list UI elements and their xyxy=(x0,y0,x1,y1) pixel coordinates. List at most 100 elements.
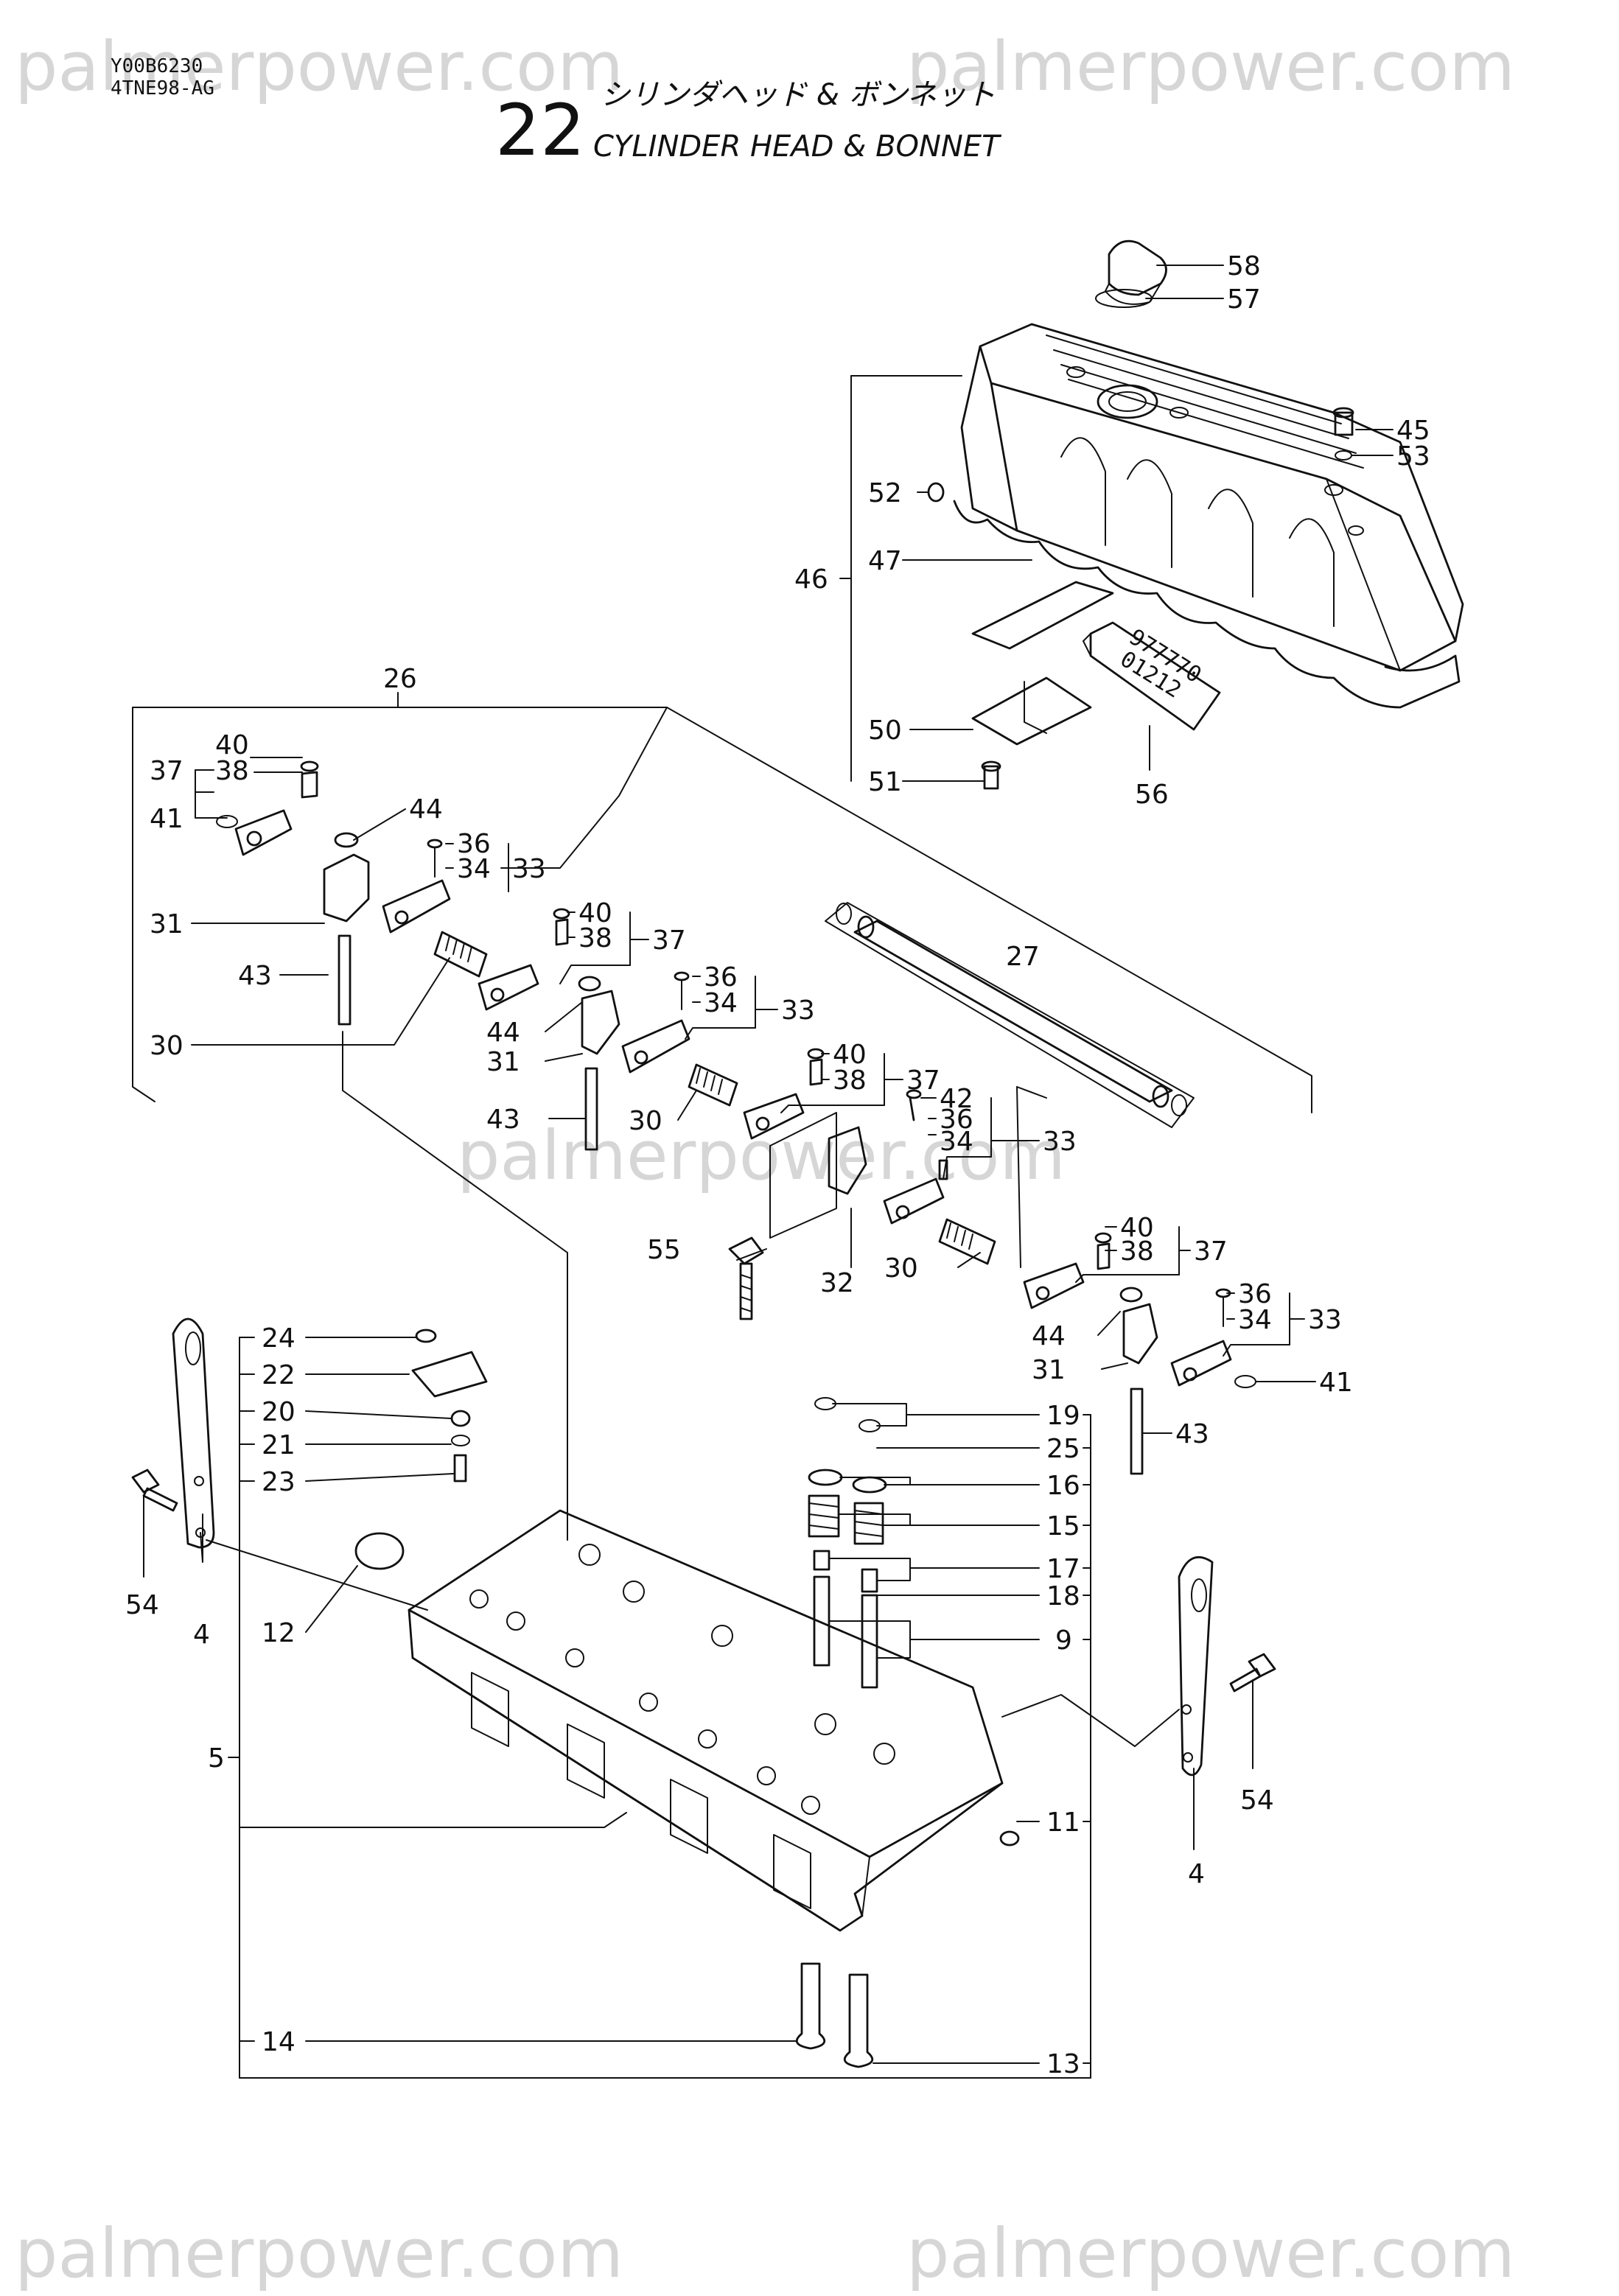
callout-14: 14 xyxy=(262,2027,296,2057)
callout-47: 47 xyxy=(868,546,902,576)
rocker-group-4 xyxy=(1023,1232,1256,1475)
callout-30a: 30 xyxy=(150,1031,183,1061)
title-english: CYLINDER HEAD & BONNET xyxy=(593,130,1002,164)
callout-58: 58 xyxy=(1227,251,1261,281)
rocker-group-3 xyxy=(728,1048,996,1320)
bracket-22 xyxy=(411,1351,488,1398)
lifting-eye-right xyxy=(1178,1555,1214,1777)
callout-4b: 4 xyxy=(1188,1859,1205,1889)
bolt-54-right xyxy=(1248,1653,1276,1678)
bolt-55 xyxy=(728,1236,764,1265)
rocker-shaft xyxy=(853,920,1173,1103)
callout-44b: 44 xyxy=(486,1018,520,1048)
callout-41b: 41 xyxy=(1319,1368,1353,1398)
callout-38d: 38 xyxy=(1120,1236,1154,1267)
callout-38c: 38 xyxy=(833,1065,867,1096)
callout-26: 26 xyxy=(383,664,417,694)
bonnet-bracket xyxy=(971,581,1114,650)
watermark-top-right: palmerpower.com xyxy=(906,27,1515,106)
head-plug-12 xyxy=(354,1532,405,1570)
watermark-center: palmerpower.com xyxy=(457,1116,1066,1195)
callout-54b: 54 xyxy=(1240,1785,1274,1816)
callout-23: 23 xyxy=(262,1467,296,1497)
callout-36b: 36 xyxy=(704,962,738,993)
callout-36a: 36 xyxy=(457,829,491,859)
callout-25: 25 xyxy=(1046,1434,1080,1464)
callout-51: 51 xyxy=(868,767,902,797)
callout-20: 20 xyxy=(262,1397,296,1427)
callout-33a: 33 xyxy=(512,854,546,884)
callout-30b: 30 xyxy=(629,1106,662,1136)
callouts: 58 57 45 53 52 46 47 50 51 56 26 27 40 3… xyxy=(125,251,1430,2079)
callout-30c: 30 xyxy=(884,1253,918,1284)
callout-34d: 34 xyxy=(1238,1305,1272,1335)
rocker-group-1 xyxy=(216,760,488,1026)
callout-43c: 43 xyxy=(1175,1419,1209,1449)
title-japanese: シリンダヘッド & ボンネット xyxy=(601,78,996,112)
callout-36d: 36 xyxy=(1238,1279,1272,1309)
callout-17: 17 xyxy=(1046,1554,1080,1584)
callout-13: 13 xyxy=(1046,2049,1080,2079)
callout-15: 15 xyxy=(1046,1511,1080,1541)
bolt-54-left xyxy=(131,1469,160,1494)
engine-model: 4TNE98-AG xyxy=(111,77,214,99)
watermark-bottom-left: palmerpower.com xyxy=(15,2214,623,2293)
callout-37b: 37 xyxy=(652,925,686,956)
sealant-tube-label: 977770 01212 xyxy=(1116,624,1206,704)
rocker-group-2 xyxy=(478,908,738,1151)
oil-filler-cap xyxy=(1108,239,1167,296)
callout-22: 22 xyxy=(262,1360,296,1390)
callout-56: 56 xyxy=(1135,780,1169,810)
callout-44a: 44 xyxy=(409,794,443,825)
callout-38b: 38 xyxy=(578,923,612,953)
callout-12: 12 xyxy=(262,1618,296,1648)
callout-36c: 36 xyxy=(940,1105,973,1135)
figure-number: 22 xyxy=(495,89,585,172)
callout-52: 52 xyxy=(868,478,902,508)
watermark-top-left: palmerpower.com xyxy=(15,27,623,106)
watermarks: palmerpower.com palmerpower.com palmerpo… xyxy=(15,27,1515,2293)
callout-40b: 40 xyxy=(578,898,612,928)
callout-38a: 38 xyxy=(215,756,249,786)
bonnet-gasket xyxy=(953,500,1461,709)
callout-45: 45 xyxy=(1396,416,1430,446)
callout-4a: 4 xyxy=(193,1620,210,1650)
callout-37c: 37 xyxy=(906,1065,940,1096)
exhaust-valve xyxy=(843,1973,874,2068)
lifting-eye-left xyxy=(172,1317,215,1549)
callout-33c: 33 xyxy=(1043,1127,1077,1157)
callout-54a: 54 xyxy=(125,1590,159,1620)
callout-42: 42 xyxy=(940,1084,973,1114)
callout-31c: 31 xyxy=(1032,1355,1066,1385)
callout-33b: 33 xyxy=(781,995,815,1026)
callout-50: 50 xyxy=(868,715,902,746)
callout-33d: 33 xyxy=(1308,1305,1342,1335)
callout-37a: 37 xyxy=(150,756,183,786)
callout-41a: 41 xyxy=(150,804,183,834)
watermark-bottom-right: palmerpower.com xyxy=(906,2214,1515,2293)
callout-34b: 34 xyxy=(704,988,738,1018)
header: Y00B6230 4TNE98-AG 22 シリンダヘッド & ボンネット CY… xyxy=(111,55,1002,172)
callout-46: 46 xyxy=(794,564,828,595)
callout-11: 11 xyxy=(1046,1807,1080,1838)
callout-19: 19 xyxy=(1046,1401,1080,1431)
leader-lines xyxy=(143,265,1394,2079)
callout-53: 53 xyxy=(1396,441,1430,472)
callout-34a: 34 xyxy=(457,854,491,884)
cylinder-head xyxy=(131,1317,1276,2068)
callout-57: 57 xyxy=(1227,284,1261,315)
callout-34c: 34 xyxy=(940,1127,973,1157)
document-code: Y00B6230 xyxy=(111,55,203,77)
callout-40d: 40 xyxy=(1120,1213,1154,1243)
callout-5: 5 xyxy=(208,1743,225,1774)
sealant-tube xyxy=(1089,621,1221,731)
rocker-arm-assembly xyxy=(132,707,1312,1541)
callout-40c: 40 xyxy=(833,1040,867,1070)
callout-21: 21 xyxy=(262,1430,296,1460)
intake-valve xyxy=(795,1962,826,2050)
callout-27: 27 xyxy=(1006,942,1040,972)
callout-31a: 31 xyxy=(150,909,183,939)
cylinder-head-block xyxy=(408,1509,1004,1932)
callout-24: 24 xyxy=(262,1323,296,1354)
